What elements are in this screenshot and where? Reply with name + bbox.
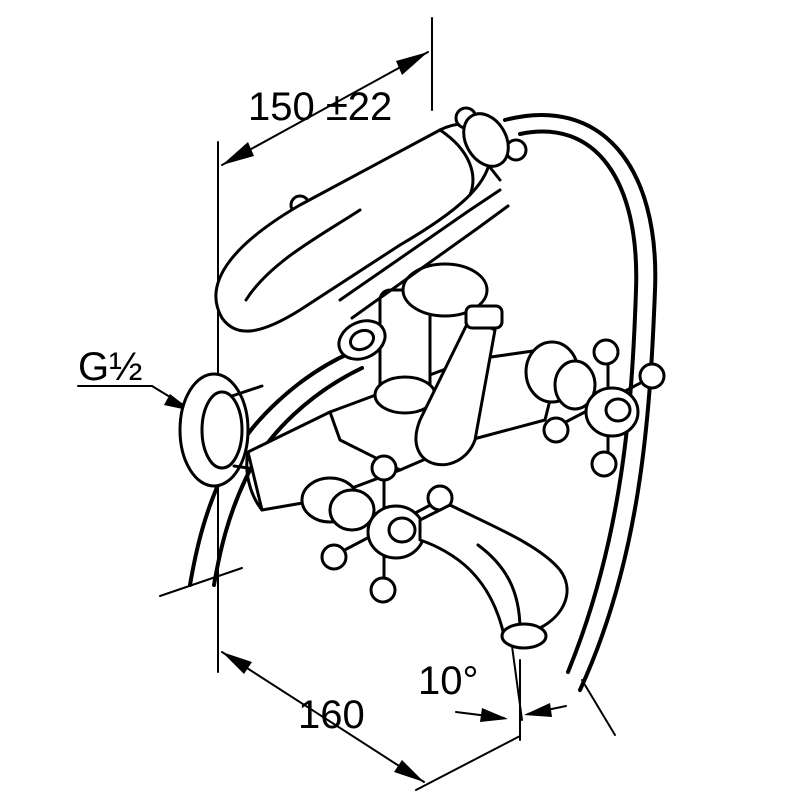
right-cross-handle[interactable] — [524, 338, 666, 478]
projection-dimension-label: 150 ±22 — [248, 85, 392, 129]
projection-dimension-line — [221, 51, 429, 166]
hand-shower — [214, 106, 528, 333]
bath-spout — [418, 503, 569, 650]
pipe-thread-label: G½ — [78, 345, 142, 389]
pipe-thread-leader — [77, 385, 192, 411]
spout-angle-dimension — [455, 645, 567, 722]
spout-length-label: 160 — [298, 693, 365, 737]
spout-angle-label: 10° — [418, 659, 479, 703]
diverter-column — [373, 262, 497, 467]
hose-connector-nut — [337, 319, 387, 361]
left-cross-handle[interactable] — [300, 454, 454, 604]
diverter-lever — [464, 304, 504, 330]
